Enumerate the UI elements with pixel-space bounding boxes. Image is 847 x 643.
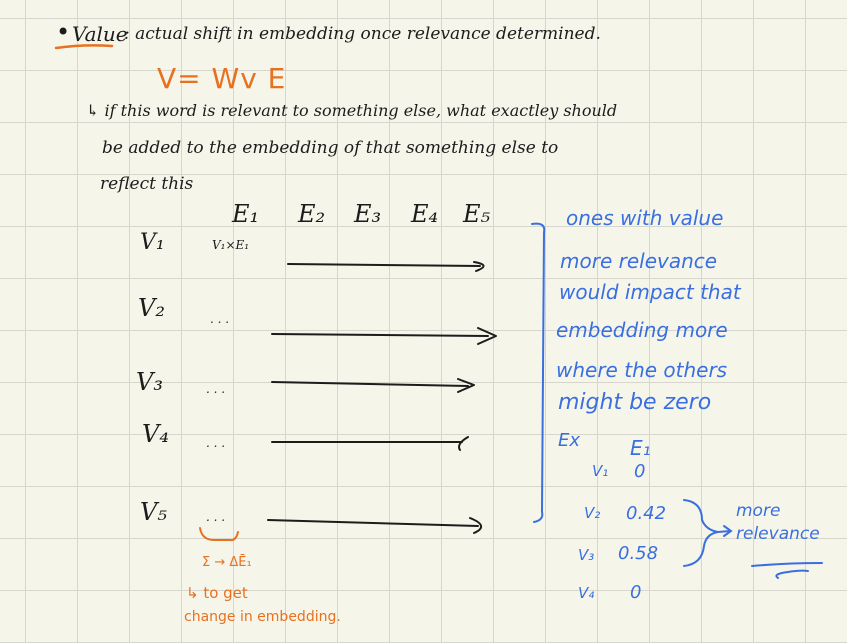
row-arrow-v4 — [271, 436, 469, 451]
row-arrow-v1 — [287, 261, 485, 272]
cell-v3-e1: . . . — [206, 382, 226, 396]
relevance-underline — [751, 562, 823, 567]
row-label-v5: V₅ — [140, 498, 167, 526]
example-row-value-v3: 0.58 — [618, 543, 659, 564]
example-annotation-line-2: relevance — [736, 524, 820, 544]
value-underline — [54, 44, 114, 50]
example-brace-arrow — [717, 525, 733, 537]
column-header-e4: E₄ — [411, 200, 439, 228]
value-formula: V= Wv E — [157, 62, 287, 95]
side-note-line-3: would impact that — [559, 280, 741, 304]
row-label-v4: V₄ — [142, 420, 169, 448]
row-arrow-v3 — [271, 378, 475, 393]
cell-v4-e1: . . . — [206, 436, 226, 450]
explanation-line-2: be added to the embedding of that someth… — [102, 138, 559, 158]
cell-v1-e1: V₁×E₁ — [212, 238, 250, 252]
cell-v5-e1: . . . — [206, 510, 226, 524]
example-brace — [683, 499, 719, 567]
row-arrow-v2 — [271, 327, 497, 345]
row-label-v1: V₁ — [140, 230, 165, 255]
side-note-line-2: more relevance — [560, 249, 718, 273]
sum-formula: Σ → ΔĒ₁ — [202, 555, 252, 570]
example-row-name-v4: V₄ — [578, 584, 595, 602]
row-label-v2: V₂ — [138, 294, 165, 322]
sum-note-line-2: change in embedding. — [184, 609, 341, 625]
side-note-line-4: embedding more — [556, 318, 728, 342]
example-column-header: E₁ — [630, 436, 651, 460]
column-header-e2: E₂ — [298, 200, 326, 228]
example-row-value-v1: 0 — [634, 461, 646, 482]
sum-note-line-1: ↳ to get — [186, 584, 248, 602]
definition-term: Value — [72, 22, 128, 46]
example-annotation-line-1: more — [736, 501, 781, 521]
side-note-line-1: ones with value — [566, 206, 724, 230]
cell-v2-e1: . . . — [210, 312, 230, 326]
example-row-name-v3: V₃ — [578, 546, 595, 564]
side-note-line-5: where the others — [556, 358, 728, 382]
example-row-name-v1: V₁ — [592, 462, 609, 480]
definition-text: : actual shift in embedding once relevan… — [124, 24, 601, 44]
relevance-swoosh — [775, 569, 809, 579]
column-header-e3: E₃ — [354, 200, 382, 228]
sum-bracket — [199, 527, 239, 542]
example-row-value-v4: 0 — [630, 582, 642, 603]
column-header-e5: E₅ — [463, 200, 491, 228]
example-label: Ex — [558, 430, 581, 451]
row-label-v3: V₃ — [136, 368, 163, 396]
example-row-value-v2: 0.42 — [626, 503, 667, 524]
matrix-bracket — [531, 222, 546, 523]
explanation-line-1: ↳ if this word is relevant to something … — [86, 101, 618, 120]
row-arrow-v5 — [267, 517, 482, 534]
example-row-name-v2: V₂ — [584, 504, 601, 522]
bullet: • — [56, 18, 71, 46]
column-header-e1: E₁ — [232, 200, 260, 228]
side-note-line-6: might be zero — [558, 390, 712, 415]
explanation-line-3: reflect this — [100, 174, 194, 194]
